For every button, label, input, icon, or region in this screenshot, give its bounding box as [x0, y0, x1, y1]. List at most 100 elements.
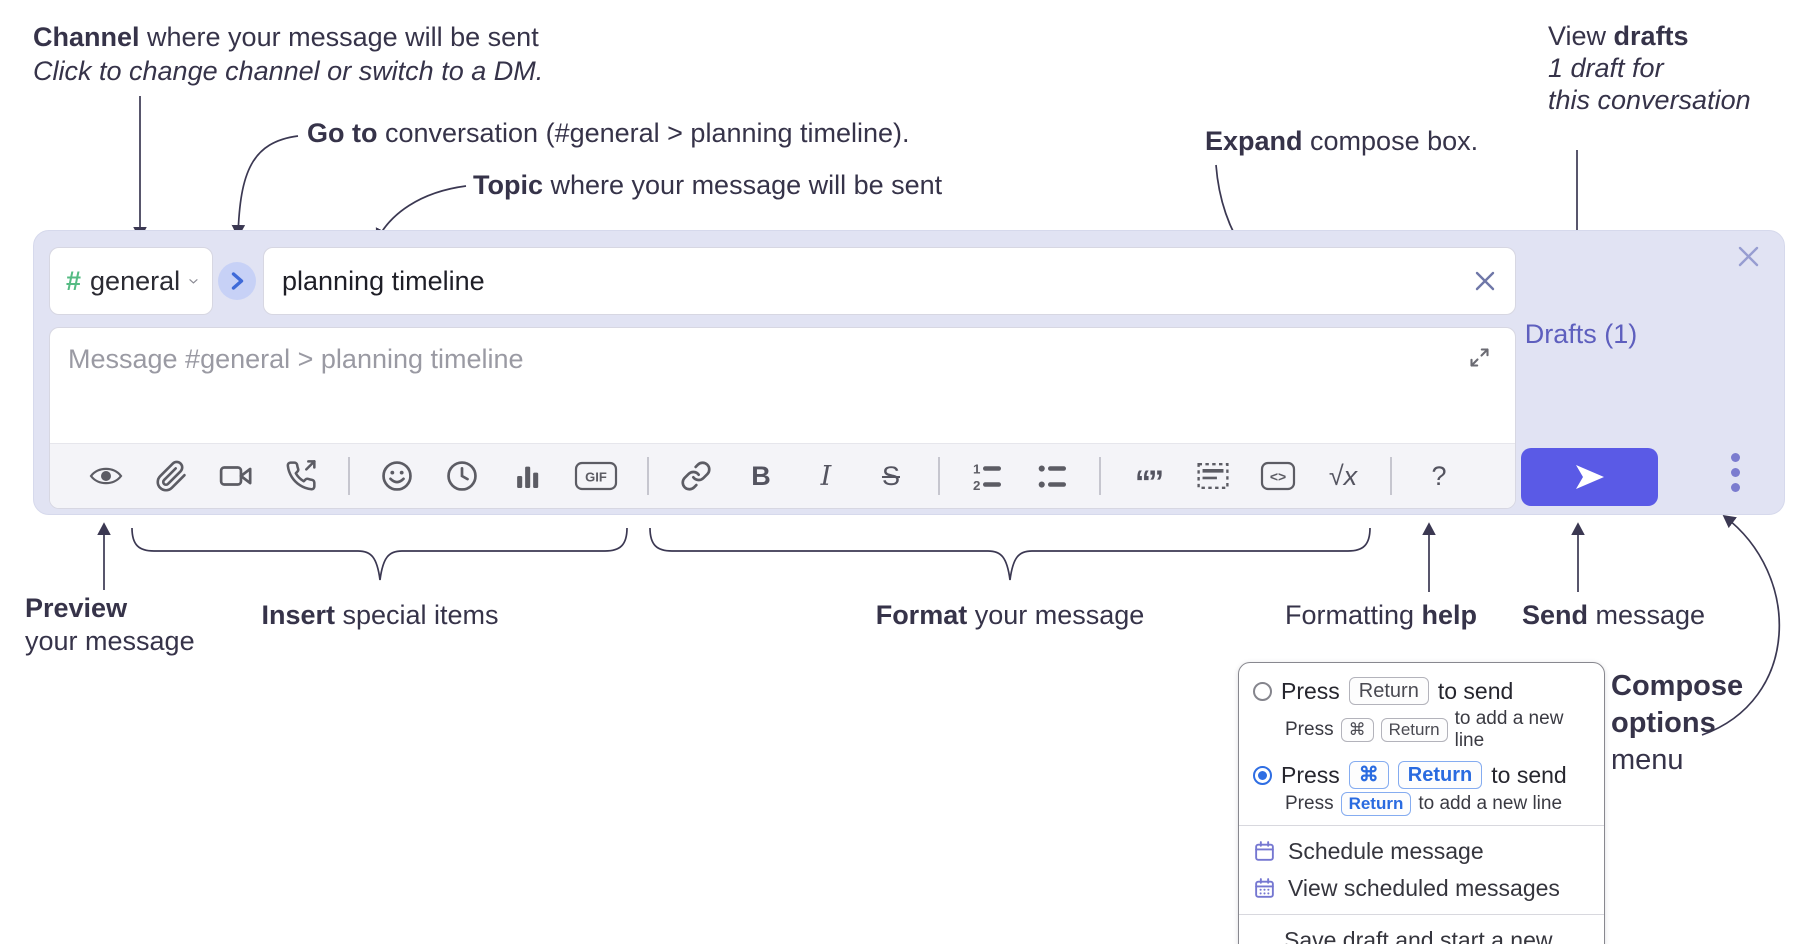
svg-text:1: 1	[973, 461, 981, 476]
view-drafts-annotation: View drafts 1 draft for this conversatio…	[1548, 20, 1751, 116]
gif-icon[interactable]: GIF	[574, 458, 618, 494]
enter-sends-option-sub: Press ⌘ Return to add a new line	[1285, 708, 1588, 752]
svg-text:GIF: GIF	[585, 470, 607, 485]
time-icon[interactable]	[444, 458, 480, 494]
preview-annotation-sub: your message	[25, 626, 195, 656]
enter-sends-option[interactable]: Press Return to send	[1253, 677, 1588, 705]
expand-annotation-bold: Expand	[1205, 126, 1303, 156]
return-key-label: Return	[1380, 718, 1448, 742]
insert-brace	[131, 527, 628, 581]
radio-dot	[1258, 770, 1267, 780]
go-to-conversation-button[interactable]	[218, 262, 256, 300]
goto-connector-line	[231, 135, 299, 238]
video-call-icon[interactable]	[218, 458, 254, 494]
compose-box: # general Drafts (1)	[33, 230, 1785, 515]
compose-options-line3: menu	[1611, 744, 1684, 776]
channel-hash-icon: #	[66, 265, 82, 296]
kebab-dot	[1731, 483, 1740, 492]
close-compose-button[interactable]	[1735, 243, 1762, 270]
topic-annotation-rest: where your message will be sent	[543, 170, 943, 200]
view-drafts-pre: View	[1548, 21, 1614, 51]
radio-unselected-icon[interactable]	[1253, 681, 1272, 701]
channel-selector[interactable]: # general	[49, 247, 213, 315]
send-annotation: Send message	[1522, 598, 1705, 632]
channel-annotation: Channel where your message will be sent …	[33, 20, 543, 88]
schedule-message-label: Schedule message	[1288, 838, 1484, 864]
compose-options-menu-button[interactable]	[1731, 453, 1740, 492]
bulleted-list-icon[interactable]	[1034, 458, 1070, 494]
goto-annotation-bold: Go to	[307, 118, 378, 148]
compose-options-popup: Press Return to send Press ⌘ Return to a…	[1238, 662, 1605, 944]
format-annotation-bold: Format	[875, 600, 968, 630]
toolbar-divider	[647, 457, 649, 495]
audio-call-icon[interactable]	[283, 458, 319, 494]
option-press-label: Press	[1285, 719, 1334, 740]
format-annotation: Format your message	[876, 598, 1145, 632]
quote-icon[interactable]: “”	[1135, 464, 1164, 500]
compose-options-line1: Compose	[1611, 670, 1744, 702]
calendar-icon	[1255, 841, 1274, 861]
view-scheduled-messages-item[interactable]: View scheduled messages	[1253, 870, 1588, 907]
kebab-dot	[1731, 468, 1740, 477]
option-press-label: Press	[1285, 793, 1334, 814]
view-scheduled-messages-label: View scheduled messages	[1288, 875, 1560, 901]
option-tail-label: to send	[1491, 761, 1567, 788]
spoiler-icon[interactable]	[1195, 458, 1231, 494]
toolbar-divider	[1390, 457, 1392, 495]
toolbar-divider	[348, 457, 350, 495]
chevron-right-icon	[231, 272, 243, 290]
expand-diagonal-icon	[1470, 348, 1489, 367]
formatting-help-annotation: Formatting help	[1285, 598, 1477, 632]
send-button[interactable]	[1521, 448, 1658, 506]
popup-divider	[1239, 914, 1604, 915]
save-draft-item[interactable]: Save draft and start a new message	[1253, 922, 1588, 944]
topic-input[interactable]	[264, 265, 1473, 297]
poll-icon[interactable]	[509, 458, 545, 494]
radio-selected-icon[interactable]	[1253, 765, 1272, 785]
svg-text:2: 2	[973, 478, 980, 492]
bold-icon[interactable]: B	[751, 460, 771, 491]
return-key-label: Return	[1340, 792, 1412, 816]
option-press-label: Press	[1281, 761, 1340, 788]
clear-topic-button[interactable]	[1473, 269, 1497, 293]
topic-input-wrapper	[263, 247, 1516, 315]
preview-eye-icon[interactable]	[88, 458, 124, 494]
save-draft-label: Save draft and start a new message	[1283, 927, 1553, 944]
message-area	[50, 328, 1515, 443]
drafts-link[interactable]: Drafts (1)	[1524, 319, 1638, 349]
cmd-enter-sends-option[interactable]: Press ⌘ Return to send	[1253, 761, 1588, 789]
channel-annotation-bold: Channel	[33, 22, 140, 52]
compose-options-annotation: Compose options menu	[1611, 668, 1743, 779]
option-tail-label: to send	[1437, 677, 1514, 704]
close-icon	[1738, 246, 1759, 267]
message-input[interactable]	[50, 328, 1515, 443]
cmd-key-label: ⌘	[1340, 718, 1374, 742]
format-brace	[649, 527, 1371, 581]
channel-name: general	[90, 265, 181, 296]
channel-annotation-sub: Click to change channel or switch to a D…	[33, 56, 544, 86]
expand-annotation-rest: compose box.	[1302, 126, 1479, 156]
strikethrough-icon[interactable]: S	[881, 460, 900, 491]
goto-annotation: Go to conversation (#general > planning …	[307, 116, 910, 150]
goto-annotation-rest: conversation (#general > planning timeli…	[377, 118, 910, 148]
chevron-down-icon	[189, 278, 198, 284]
schedule-message-item[interactable]: Schedule message	[1253, 833, 1588, 870]
math-icon[interactable]: √x	[1328, 460, 1358, 491]
expand-compose-button[interactable]	[1468, 346, 1491, 374]
attach-paperclip-icon[interactable]	[153, 458, 189, 494]
preview-annotation: Preview your message	[25, 592, 195, 658]
emoji-icon[interactable]	[379, 458, 415, 494]
link-icon[interactable]	[678, 458, 714, 494]
toolbar-divider	[1099, 457, 1101, 495]
help-icon[interactable]: ?	[1431, 460, 1447, 491]
view-drafts-sub2: this conversation	[1548, 85, 1751, 115]
code-icon[interactable]: <>	[1260, 458, 1296, 494]
return-key-label: Return	[1397, 761, 1483, 789]
expand-annotation: Expand compose box.	[1205, 124, 1478, 158]
channel-annotation-rest: where your message will be sent	[139, 22, 539, 52]
italic-icon[interactable]: I	[820, 460, 832, 492]
toolbar-divider	[938, 457, 940, 495]
svg-text:<>: <>	[1270, 469, 1286, 485]
